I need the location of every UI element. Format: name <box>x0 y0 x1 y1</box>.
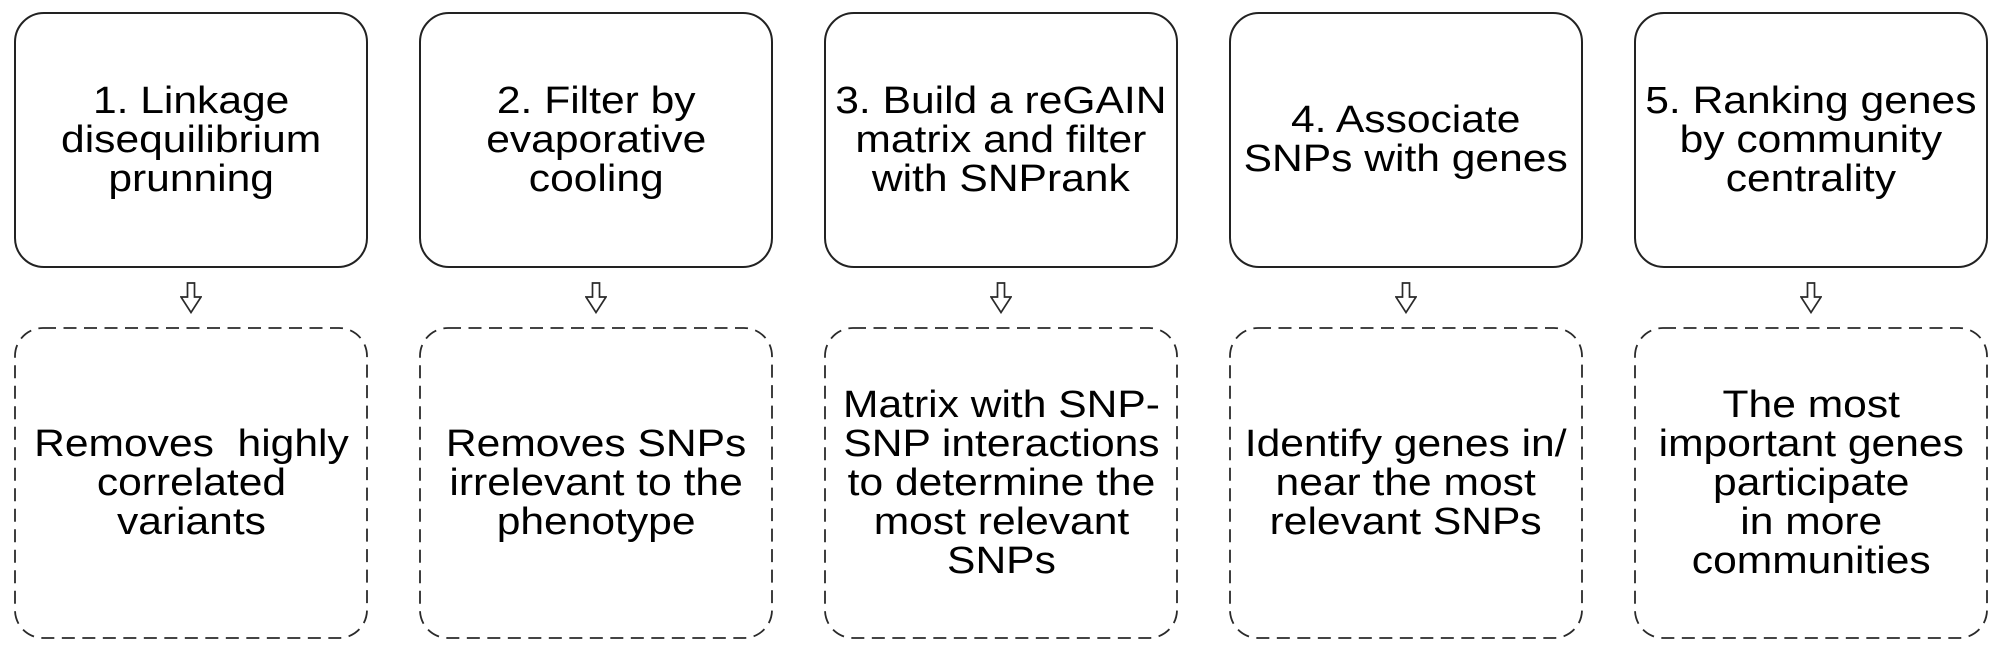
step-box-4: 4. Associate SNPs with genes <box>1229 12 1583 268</box>
result-box-3: Matrix with SNP- SNP interactions to det… <box>824 327 1178 639</box>
dashed-border <box>824 327 1178 639</box>
step-box-5: 5. Ranking genes by community centrality <box>1634 12 1988 268</box>
step-label: 4. Associate SNPs with genes <box>1243 99 1569 180</box>
result-label: Identify genes in/ near the most relevan… <box>1245 422 1567 543</box>
pipeline-column-1: 1. Linkage disequilibrium prunning Remov… <box>14 12 368 639</box>
result-box-1: Removes highly correlated variants <box>14 327 368 639</box>
step-label: 1. Linkage disequilibrium prunning <box>60 79 322 200</box>
pipeline-column-2: 2. Filter by evaporative cooling Removes… <box>419 12 773 639</box>
step-box-2: 2. Filter by evaporative cooling <box>419 12 773 268</box>
result-label: Removes SNPs irrelevant to the phenotype <box>445 422 747 543</box>
down-arrow-icon <box>990 282 1012 314</box>
step-label: 2. Filter by evaporative cooling <box>485 79 707 200</box>
step-label: 3. Build a reGAIN matrix and filter with… <box>835 79 1167 200</box>
dashed-border <box>14 327 368 639</box>
result-label: Removes highly correlated variants <box>33 422 349 543</box>
down-arrow-icon <box>1395 282 1417 314</box>
down-arrow-icon <box>180 282 202 314</box>
result-label: Matrix with SNP- SNP interactions to det… <box>842 383 1160 582</box>
dashed-border <box>1634 327 1988 639</box>
dashed-border <box>1229 327 1583 639</box>
down-arrow-icon <box>585 282 607 314</box>
pipeline-column-4: 4. Associate SNPs with genes Identify ge… <box>1229 12 1583 639</box>
down-arrow-icon <box>1800 282 1822 314</box>
result-label: The most important genes participate in … <box>1658 383 1964 582</box>
result-box-5: The most important genes participate in … <box>1634 327 1988 639</box>
step-box-1: 1. Linkage disequilibrium prunning <box>14 12 368 268</box>
result-box-4: Identify genes in/ near the most relevan… <box>1229 327 1583 639</box>
pipeline-column-5: 5. Ranking genes by community centrality… <box>1634 12 1988 639</box>
step-box-3: 3. Build a reGAIN matrix and filter with… <box>824 12 1178 268</box>
dashed-border <box>419 327 773 639</box>
step-label: 5. Ranking genes by community centrality <box>1645 79 1977 200</box>
pipeline-column-3: 3. Build a reGAIN matrix and filter with… <box>824 12 1178 639</box>
result-box-2: Removes SNPs irrelevant to the phenotype <box>419 327 773 639</box>
